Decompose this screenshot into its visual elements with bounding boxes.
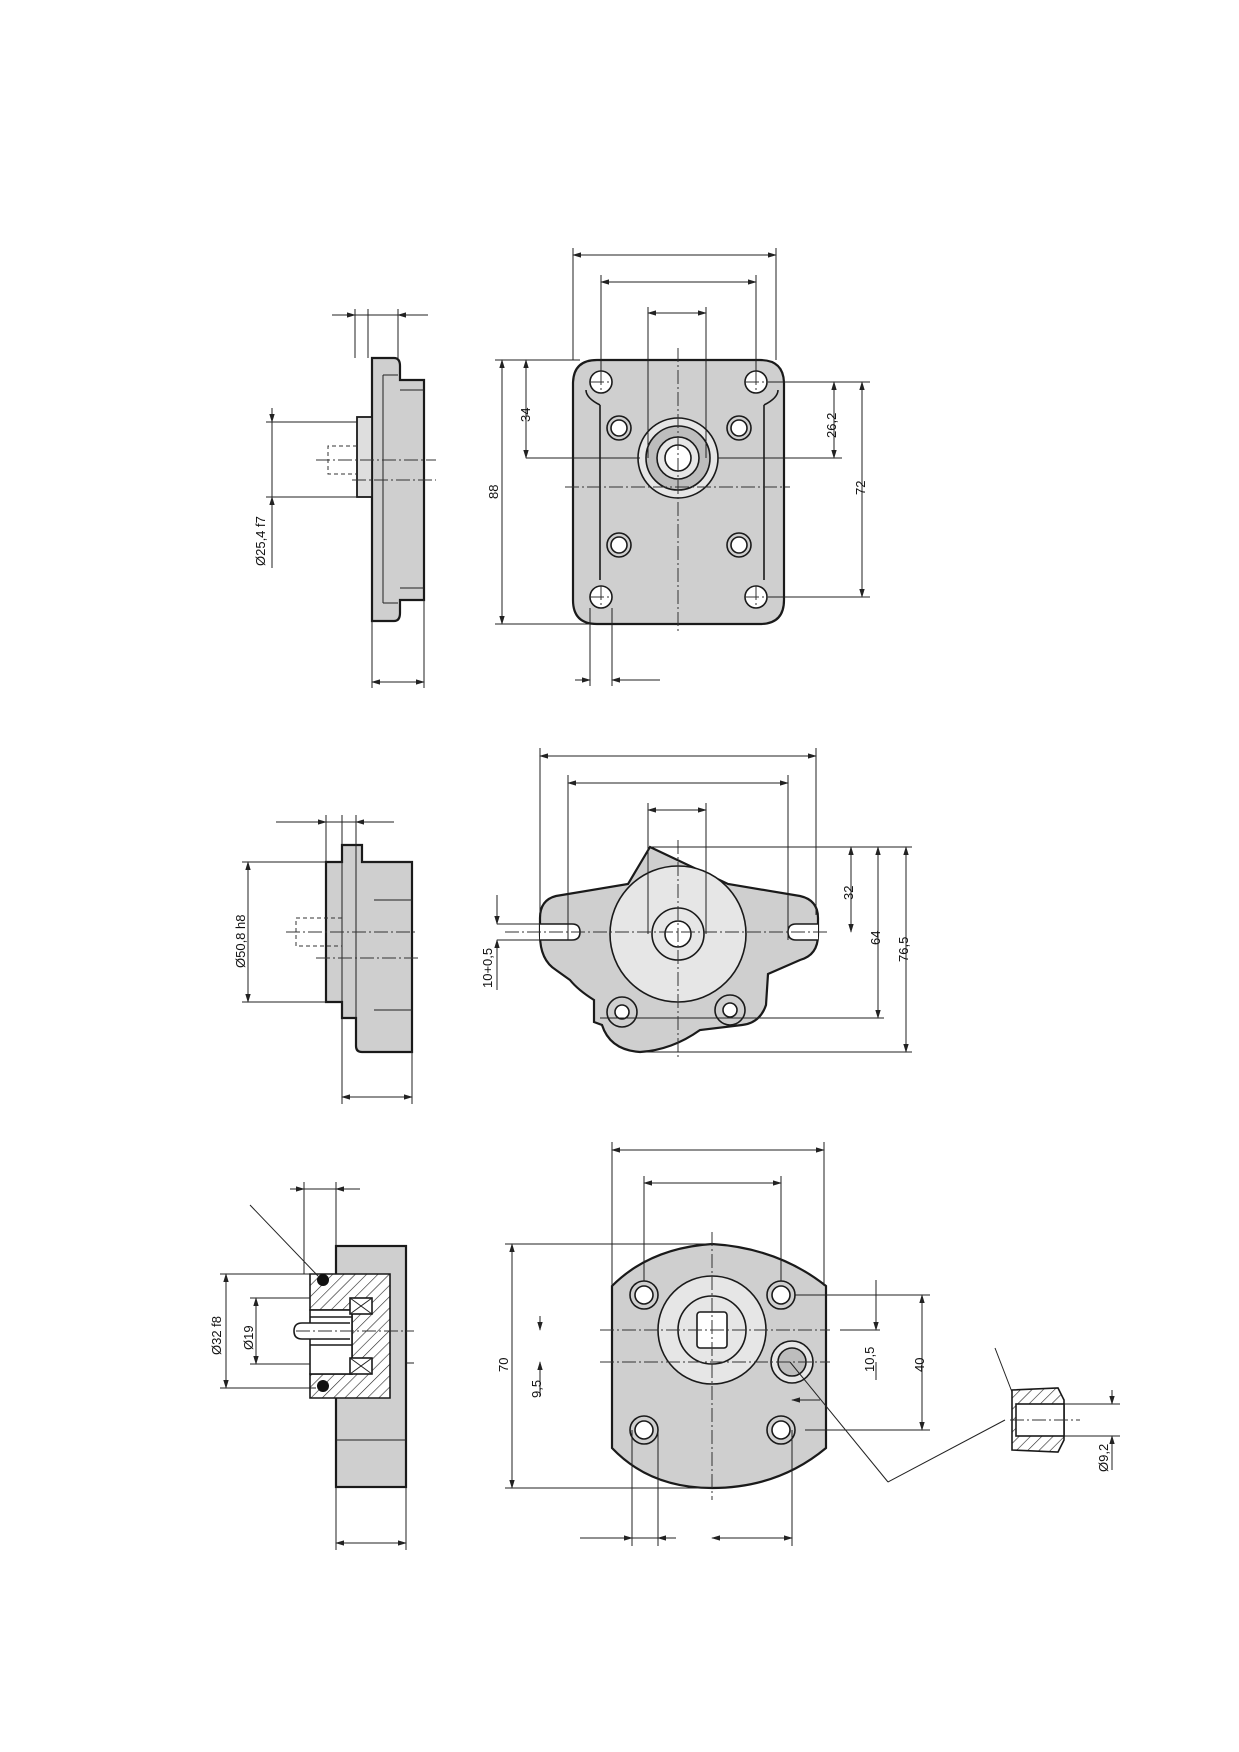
dim-pilot-diameter: Ø50,8 h8 <box>233 915 248 969</box>
flange-2-front-view: 10+0,5 32 64 76,5 <box>480 748 912 1060</box>
dim-slot-width: 10+0,5 <box>480 948 495 988</box>
dim-port-diameter: Ø9,2 <box>1096 1444 1111 1472</box>
dim-height-mid: 64 <box>868 931 883 945</box>
dim-height-total: 88 <box>486 485 501 499</box>
flange-1-side-view: Ø25,4 f7 <box>253 309 436 688</box>
dim-small-height: 10,5 <box>862 1347 877 1372</box>
dim-bolt-height-3: 40 <box>912 1358 927 1372</box>
dim-bolt-width: 26,2 <box>824 413 839 438</box>
flange-3-front-view: 70 9,5 40 10,5 <box>496 1142 1006 1546</box>
port-detail: Ø9,2 <box>994 1347 1120 1472</box>
dim-shaft-diameter-3: Ø19 <box>241 1325 256 1350</box>
dim-height-upper-2: 32 <box>841 886 856 900</box>
flange-1-front-view: 88 34 72 26,2 <box>486 248 870 686</box>
dim-pilot-diameter-3: Ø32 f8 <box>209 1316 224 1355</box>
flange-3-section-view: Ø32 f8 Ø19 <box>209 1182 414 1550</box>
dim-height-total-2: 76,5 <box>896 937 911 962</box>
dim-bolt-height: 72 <box>853 481 868 495</box>
dim-offset: 9,5 <box>529 1380 544 1398</box>
flange-2-side-view: Ø50,8 h8 <box>233 815 418 1104</box>
dim-height-total-3: 70 <box>496 1358 511 1372</box>
dim-height-upper: 34 <box>518 408 533 422</box>
dim-shaft-diameter: Ø25,4 f7 <box>253 516 268 566</box>
